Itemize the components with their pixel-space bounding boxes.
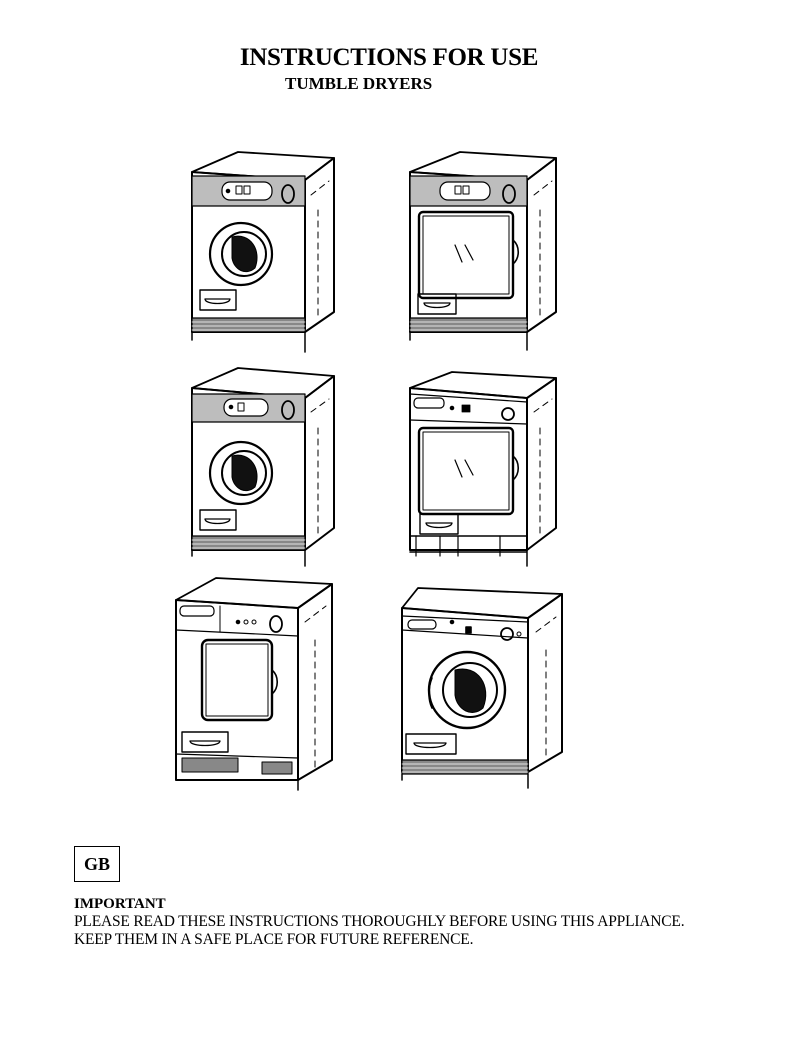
dryer-illustration-1 <box>191 151 335 353</box>
dryer-illustration-5 <box>175 577 333 791</box>
language-badge: GB <box>74 846 120 882</box>
page-title: INSTRUCTIONS FOR USE <box>239 44 539 71</box>
language-badge-label: GB <box>83 853 110 874</box>
dryer-illustration-6 <box>401 587 563 789</box>
dryer-illustration-2 <box>409 151 557 351</box>
notice-heading: IMPORTANT <box>74 896 166 912</box>
notice-line-2: KEEP THEM IN A SAFE PLACE FOR FUTURE REF… <box>74 931 474 948</box>
dryer-illustration-4 <box>409 371 557 567</box>
notice-line-1: PLEASE READ THESE INSTRUCTIONS THOROUGHL… <box>74 913 685 930</box>
page-subtitle: TUMBLE DRYERS <box>285 74 433 93</box>
dryer-illustration-3 <box>191 367 335 567</box>
